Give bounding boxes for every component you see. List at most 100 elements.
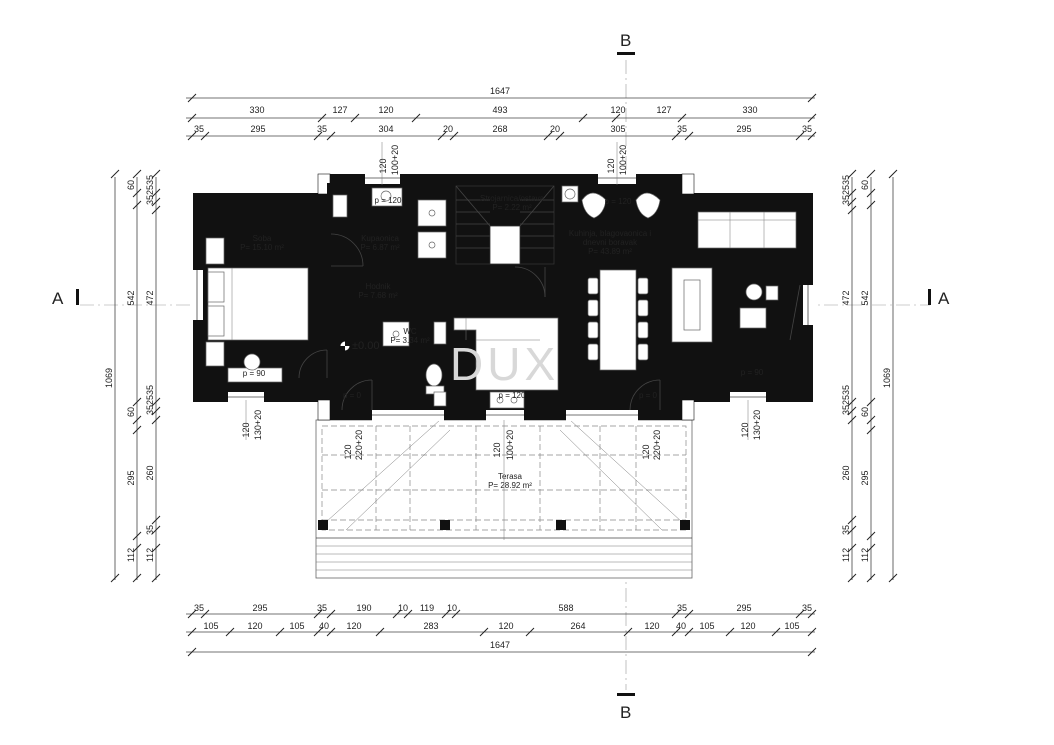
- dimension-tick: [110, 573, 120, 583]
- bathroom-fixtures: [332, 187, 447, 407]
- svg-text:268: 268: [492, 124, 507, 134]
- dimension-tick: [771, 627, 781, 637]
- svg-text:40: 40: [319, 621, 329, 631]
- dimension-tick: [151, 525, 161, 535]
- svg-text:35: 35: [145, 385, 155, 395]
- dimension-tick: [326, 131, 336, 141]
- svg-text:p = 90: p = 90: [243, 369, 266, 378]
- dimension-tick: [275, 627, 285, 637]
- svg-text:120: 120: [610, 105, 625, 115]
- svg-text:120: 120: [378, 158, 388, 173]
- svg-text:10: 10: [398, 603, 408, 613]
- dimension-tick: [151, 397, 161, 407]
- svg-text:120: 120: [644, 621, 659, 631]
- svg-text:P= 6.87 m²: P= 6.87 m²: [360, 243, 400, 252]
- svg-text:100+20: 100+20: [390, 145, 400, 175]
- svg-text:35: 35: [841, 385, 851, 395]
- dimension-tick: [725, 627, 735, 637]
- svg-text:P= 3.34 m²: P= 3.34 m²: [390, 336, 430, 345]
- dimension-tick: [866, 188, 876, 198]
- dimension-tick: [375, 627, 385, 637]
- svg-text:25: 25: [145, 395, 155, 405]
- dimension-tick: [807, 131, 817, 141]
- room-label-strojarnica: Strojarnica/ostava P= 2.22 m²: [480, 194, 545, 212]
- utility-appliances: [489, 185, 579, 409]
- svg-text:p = 120: p = 120: [499, 391, 526, 400]
- svg-text:220+20: 220+20: [354, 430, 364, 460]
- svg-text:p = 0: p = 0: [639, 391, 658, 400]
- room-label-hodnik: Hodnik P= 7.68 m²: [358, 282, 398, 300]
- svg-text:Soba: Soba: [253, 234, 272, 243]
- dimension-tick: [317, 113, 327, 123]
- svg-text:493: 493: [492, 105, 507, 115]
- svg-text:P= 7.68 m²: P= 7.68 m²: [358, 291, 398, 300]
- section-marker-bottom: B: [617, 693, 635, 722]
- svg-text:295: 295: [736, 124, 751, 134]
- dimension-tick: [866, 415, 876, 425]
- dimension-ticks: [110, 93, 898, 657]
- dimension-tick: [578, 113, 588, 123]
- svg-text:P= 15.10 m²: P= 15.10 m²: [240, 243, 284, 252]
- svg-text:p = 90: p = 90: [741, 368, 764, 377]
- dimension-tick: [847, 205, 857, 215]
- dimension-tick: [807, 113, 817, 123]
- svg-text:dnevni boravak: dnevni boravak: [583, 238, 638, 247]
- svg-text:35: 35: [317, 603, 327, 613]
- svg-text:Kupaonica: Kupaonica: [361, 234, 399, 243]
- svg-text:120: 120: [740, 621, 755, 631]
- svg-text:190: 190: [356, 603, 371, 613]
- dimension-tick: [677, 113, 687, 123]
- svg-text:35: 35: [841, 175, 851, 185]
- svg-text:35: 35: [841, 195, 851, 205]
- svg-text:120: 120: [740, 422, 750, 437]
- svg-text:B: B: [620, 31, 631, 50]
- dimension-tick: [671, 627, 681, 637]
- dimension-tick: [225, 627, 235, 637]
- dim-top-row3: 35 295 35 304 20 268 20 305 35 295 35: [194, 124, 812, 134]
- dimension-tick: [807, 627, 817, 637]
- svg-text:100+20: 100+20: [618, 145, 628, 175]
- section-marker-top: B: [617, 31, 635, 55]
- dimension-tick: [437, 131, 447, 141]
- svg-text:295: 295: [252, 603, 267, 613]
- dimension-tick: [151, 515, 161, 525]
- dimension-tick: [888, 169, 898, 179]
- svg-text:60: 60: [860, 180, 870, 190]
- dimension-tick: [151, 543, 161, 553]
- svg-text:A: A: [52, 289, 64, 308]
- dimension-tick: [187, 627, 197, 637]
- dimension-tick: [847, 169, 857, 179]
- svg-text:130+20: 130+20: [253, 410, 263, 440]
- svg-text:542: 542: [126, 290, 136, 305]
- svg-text:100+20: 100+20: [505, 430, 515, 460]
- svg-text:40: 40: [676, 621, 686, 631]
- dimension-tick: [847, 415, 857, 425]
- dimension-tick: [187, 647, 197, 657]
- svg-text:10: 10: [447, 603, 457, 613]
- svg-text:P= 2.22 m²: P= 2.22 m²: [492, 203, 532, 212]
- dimension-tick: [151, 406, 161, 416]
- dimension-tick: [847, 573, 857, 583]
- svg-text:P= 28.92 m²: P= 28.92 m²: [488, 481, 532, 490]
- dimension-tick: [847, 397, 857, 407]
- dimension-tick: [525, 627, 535, 637]
- dimension-tick: [132, 169, 142, 179]
- dimension-tick: [451, 609, 461, 619]
- svg-text:35: 35: [802, 124, 812, 134]
- dimension-tick: [866, 200, 876, 210]
- svg-text:112: 112: [860, 548, 870, 562]
- dimension-tick: [623, 627, 633, 637]
- svg-text:130+20: 130+20: [752, 410, 762, 440]
- dim-right: 1069 60 35 25 35 542 60 35 25 35 295 112…: [841, 175, 892, 562]
- dimension-tick: [684, 627, 694, 637]
- watermark-logo: DUX: [450, 338, 559, 390]
- svg-text:295: 295: [736, 603, 751, 613]
- svg-text:B: B: [620, 703, 631, 722]
- dimension-tick: [684, 609, 694, 619]
- dimension-tick: [866, 169, 876, 179]
- dimension-tick: [866, 573, 876, 583]
- svg-text:112: 112: [841, 548, 851, 562]
- staircase: [455, 185, 555, 265]
- svg-text:295: 295: [860, 470, 870, 485]
